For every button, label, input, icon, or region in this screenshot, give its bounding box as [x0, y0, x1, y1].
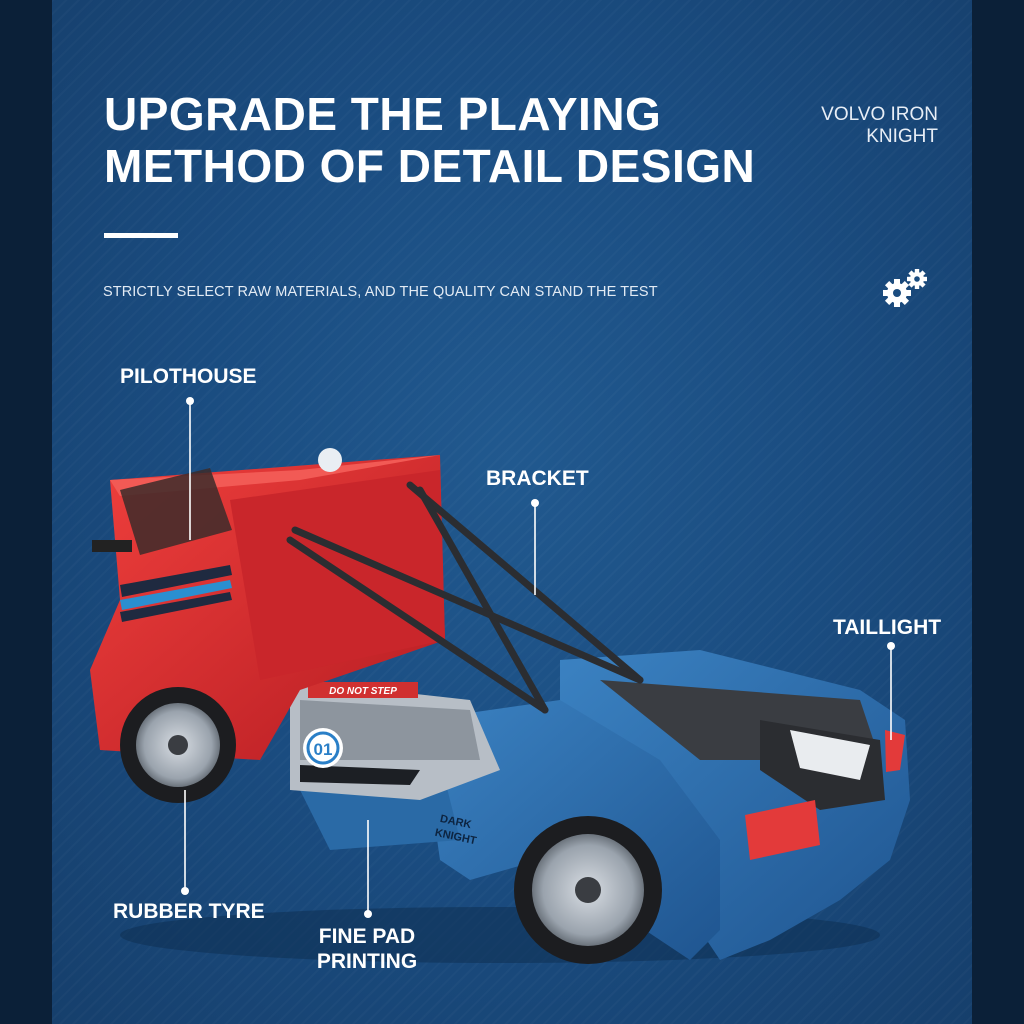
front-wheel	[120, 687, 236, 803]
label-fine-pad-line-1: FINE PAD	[318, 925, 416, 948]
divider	[104, 233, 178, 238]
brand-name: VOLVO IRON KNIGHT	[821, 104, 938, 148]
gears-icon	[883, 269, 927, 307]
callout-fine-pad	[364, 820, 372, 918]
brand-line-2: KNIGHT	[866, 126, 938, 147]
headline: UPGRADE THE PLAYING METHOD OF DETAIL DES…	[104, 88, 755, 192]
roll-cage-bracket	[286, 481, 644, 714]
label-bracket: BRACKET	[486, 467, 589, 490]
cab	[90, 448, 445, 760]
label-taillight: TAILLIGHT	[833, 616, 942, 639]
label-rubber-tyre: RUBBER TYRE	[113, 900, 265, 923]
label-pilothouse: PILOTHOUSE	[120, 365, 257, 388]
callout-bracket	[531, 499, 539, 595]
callout-rubber-tyre	[181, 790, 189, 895]
brand-line-1: VOLVO IRON	[821, 104, 938, 125]
callout-taillight	[887, 642, 895, 740]
headline-line-1: UPGRADE THE PLAYING	[104, 88, 662, 140]
tagline: STRICTLY SELECT RAW MATERIALS, AND THE Q…	[103, 284, 658, 300]
engine-cover: 01 DO NOT STEP DARK KNIGHT	[290, 680, 500, 847]
rear-wheel	[514, 816, 662, 964]
headline-line-2: METHOD OF DETAIL DESIGN	[104, 140, 756, 192]
label-fine-pad-line-2: PRINTING	[316, 950, 418, 973]
label-fine-pad-printing: FINE PAD PRINTING	[311, 924, 423, 974]
callout-pilothouse	[186, 397, 194, 540]
warning-decal: DO NOT STEP	[329, 686, 397, 697]
number-decal: 01	[314, 740, 333, 759]
rear-body	[560, 650, 910, 960]
